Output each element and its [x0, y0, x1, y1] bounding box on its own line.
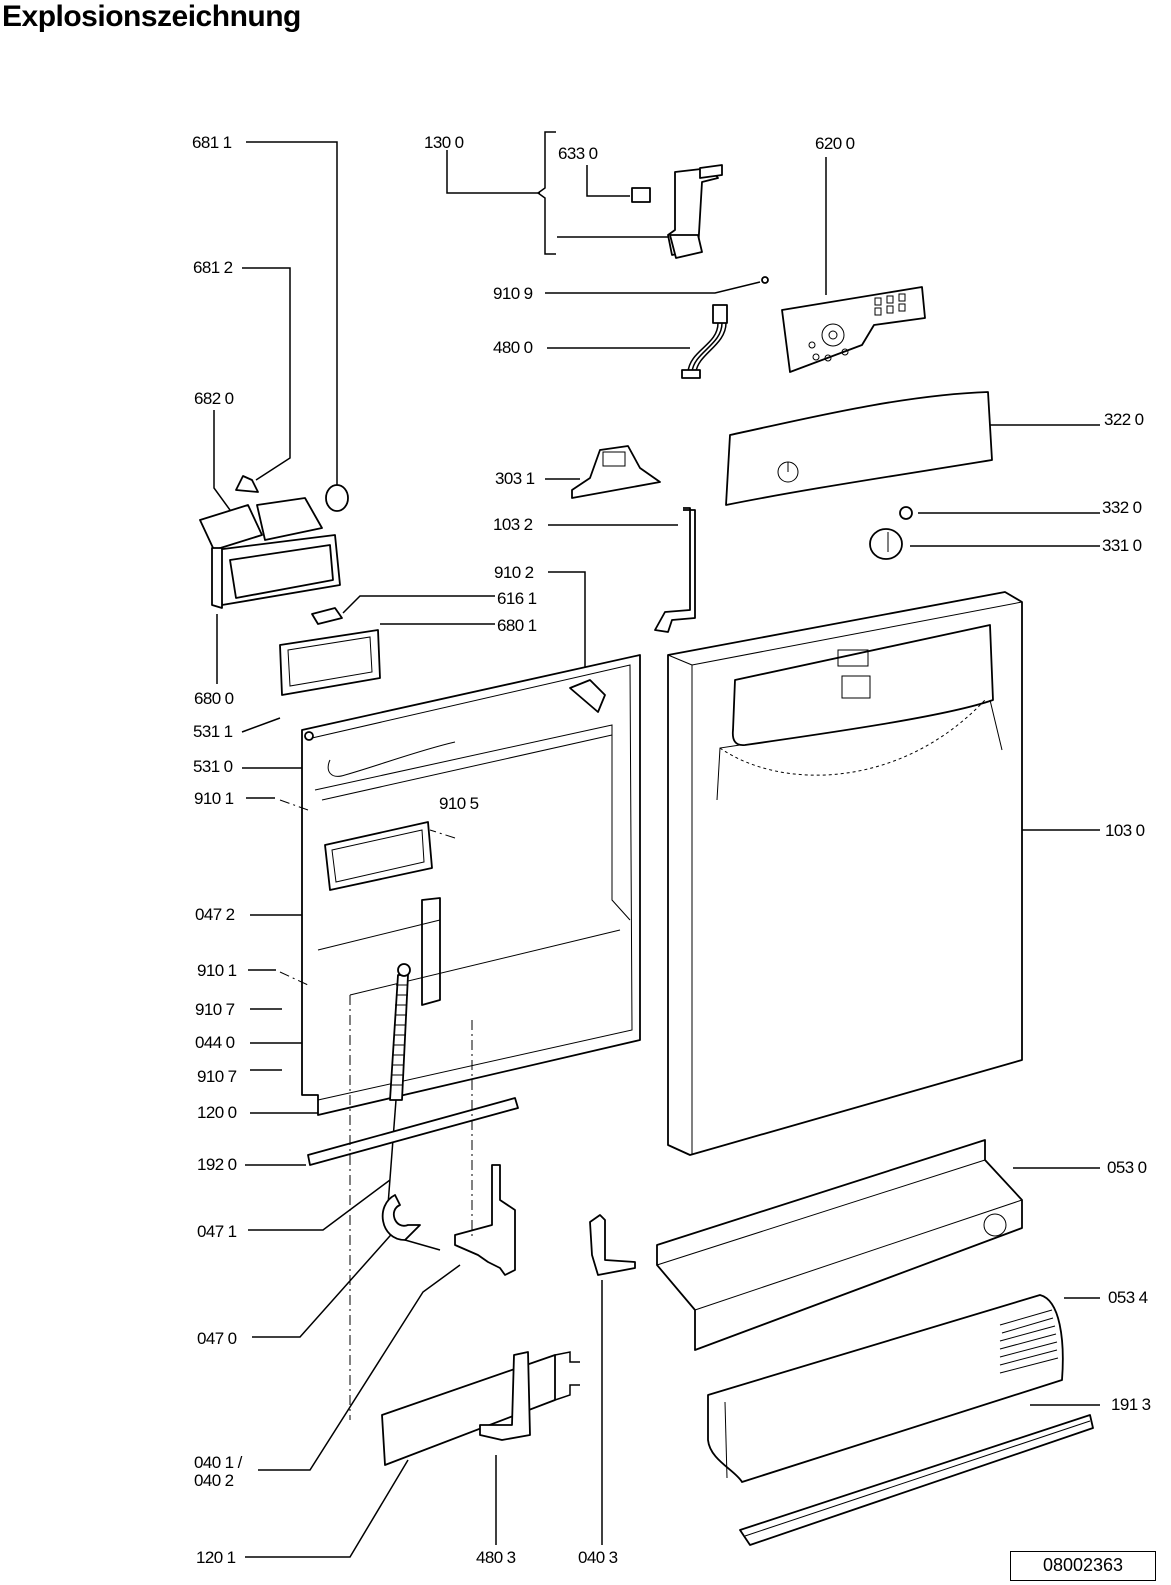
- leader-681-2: [242, 267, 291, 481]
- part-label-680-0: 680 0: [194, 689, 234, 708]
- part-clip-681-2: [235, 475, 259, 493]
- leader-910-2: [548, 571, 586, 690]
- part-label-053-0: 053 0: [1107, 1158, 1147, 1177]
- bracket-130-0: [536, 131, 556, 255]
- part-knob-331-0: [869, 528, 903, 560]
- part-label-191-3: 191 3: [1111, 1395, 1151, 1414]
- leader-531-1: [241, 717, 281, 733]
- part-handle-303-1: [571, 445, 661, 499]
- part-bracket-103-2: [654, 507, 696, 633]
- part-knob-insert-332-0: [899, 506, 913, 520]
- leader-lines: [213, 131, 1100, 1558]
- part-label-322-0: 322 0: [1104, 410, 1144, 429]
- part-detergent-dispenser: [199, 497, 341, 609]
- part-label-040-2: 040 2: [194, 1471, 234, 1490]
- part-bracket-040-3: [589, 1214, 636, 1276]
- leader-040-1: [258, 1264, 461, 1471]
- part-harness-480-0: [681, 304, 728, 379]
- part-label-044-0: 044 0: [195, 1033, 235, 1052]
- part-label-047-1: 047 1: [197, 1222, 237, 1241]
- document-id-box: 08002363: [1010, 1551, 1156, 1581]
- part-label-681-1: 681 1: [192, 133, 232, 152]
- part-label-480-3: 480 3: [476, 1548, 516, 1567]
- part-label-047-0: 047 0: [197, 1329, 237, 1348]
- leader-047-1: [248, 1179, 391, 1231]
- part-label-633-0: 633 0: [558, 144, 598, 163]
- part-gasket-616-1: [311, 607, 343, 625]
- part-label-910-9: 910 9: [493, 284, 533, 303]
- part-label-040-3: 040 3: [578, 1548, 618, 1567]
- part-label-303-1: 303 1: [495, 469, 535, 488]
- part-label-192-0: 192 0: [197, 1155, 237, 1174]
- part-toe-kick-cover-053-4: [707, 1294, 1064, 1483]
- part-label-910-1: 910 1: [194, 789, 234, 808]
- part-label-910-5: 910 5: [439, 794, 479, 813]
- part-label-620-0: 620 0: [815, 134, 855, 153]
- leader-120-1: [245, 1459, 409, 1558]
- part-control-board-620-0: [781, 286, 926, 373]
- part-hinge-bracket-040-1: [454, 1164, 516, 1276]
- part-spring-044-0: [389, 963, 411, 1101]
- part-strip-191-3: [739, 1414, 1094, 1546]
- part-label-120-1: 120 1: [196, 1548, 236, 1567]
- leader-616-1: [342, 595, 495, 614]
- leader-047-0: [252, 1227, 398, 1338]
- part-label-910-2: 910 2: [494, 563, 534, 582]
- part-label-047-2: 047 2: [195, 905, 235, 924]
- part-inner-door-panel-120-0: [301, 654, 641, 1116]
- leader-130-0: [446, 150, 540, 194]
- part-label-103-0: 103 0: [1105, 821, 1145, 840]
- leader-633-0: [586, 165, 630, 197]
- part-label-120-0: 120 0: [197, 1103, 237, 1122]
- part-control-panel-322-0: [725, 391, 993, 506]
- part-label-680-1: 680 1: [497, 616, 537, 635]
- assembly-lines: [279, 799, 473, 1420]
- leader-910-9: [545, 281, 761, 294]
- part-seal-ring: [325, 484, 349, 512]
- diagram-title: Explosionszeichnung: [2, 0, 301, 33]
- part-lower-panel-053-0: [656, 1139, 1023, 1351]
- part-rail-192-0: [307, 1097, 519, 1166]
- part-label-480-0: 480 0: [493, 338, 533, 357]
- part-label-681-2: 681 2: [193, 258, 233, 277]
- part-label-910-7: 910 7: [197, 1067, 237, 1086]
- part-microswitch-633-0: [631, 187, 651, 203]
- part-label-130-0: 130 0: [424, 133, 464, 152]
- part-label-910-7: 910 7: [195, 1000, 235, 1019]
- part-label-531-0: 531 0: [193, 757, 233, 776]
- part-label-910-1: 910 1: [197, 961, 237, 980]
- part-label-332-0: 332 0: [1102, 498, 1142, 517]
- part-front-door-103-0: [667, 591, 1023, 1156]
- part-screw-910-9: [761, 276, 769, 284]
- part-hinge-clip-047-0: [381, 1194, 441, 1251]
- part-label-331-0: 331 0: [1102, 536, 1142, 555]
- part-label-616-1: 616 1: [497, 589, 537, 608]
- part-gasket-680-1: [279, 629, 381, 696]
- part-hinge-cable-047-1: [387, 1099, 397, 1206]
- leader-682-0: [213, 410, 231, 511]
- leader-681-1: [246, 141, 338, 485]
- part-door-lock-130-0: [667, 164, 723, 259]
- part-label-053-4: 053 4: [1108, 1288, 1148, 1307]
- part-label-103-2: 103 2: [493, 515, 533, 534]
- part-label-682-0: 682 0: [194, 389, 234, 408]
- part-label-040-1: 040 1 /: [194, 1453, 242, 1472]
- part-label-531-1: 531 1: [193, 722, 233, 741]
- part-kickplate-120-1: [381, 1351, 580, 1466]
